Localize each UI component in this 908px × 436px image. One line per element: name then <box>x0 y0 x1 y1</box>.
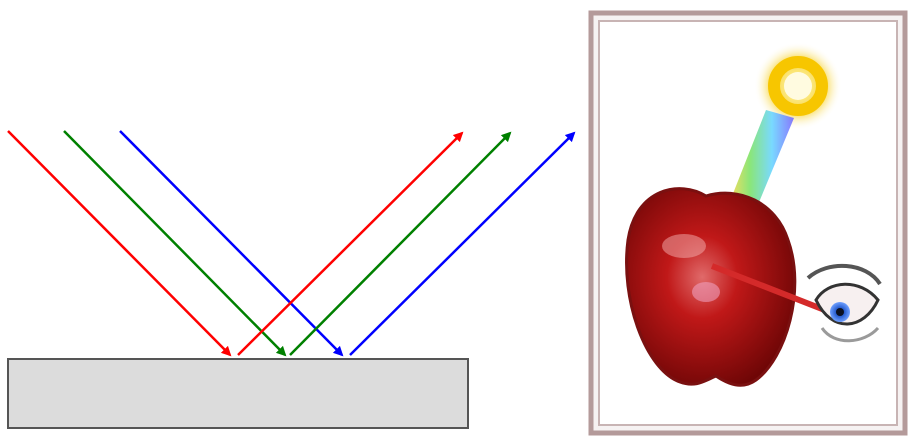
eye-icon <box>806 264 882 343</box>
reflection-diagram <box>7 130 576 429</box>
apple-icon <box>625 187 797 387</box>
apple-illustration <box>588 10 908 436</box>
incident-ray-blue <box>119 130 344 357</box>
reflective-surface <box>7 358 469 429</box>
reflected-ray-blue <box>349 131 576 356</box>
incident-ray-green <box>63 130 287 357</box>
reflected-ray-green <box>289 131 512 356</box>
incident-ray-red <box>7 130 232 357</box>
sun-icon <box>754 42 842 130</box>
reflected-ray-red <box>237 131 464 356</box>
